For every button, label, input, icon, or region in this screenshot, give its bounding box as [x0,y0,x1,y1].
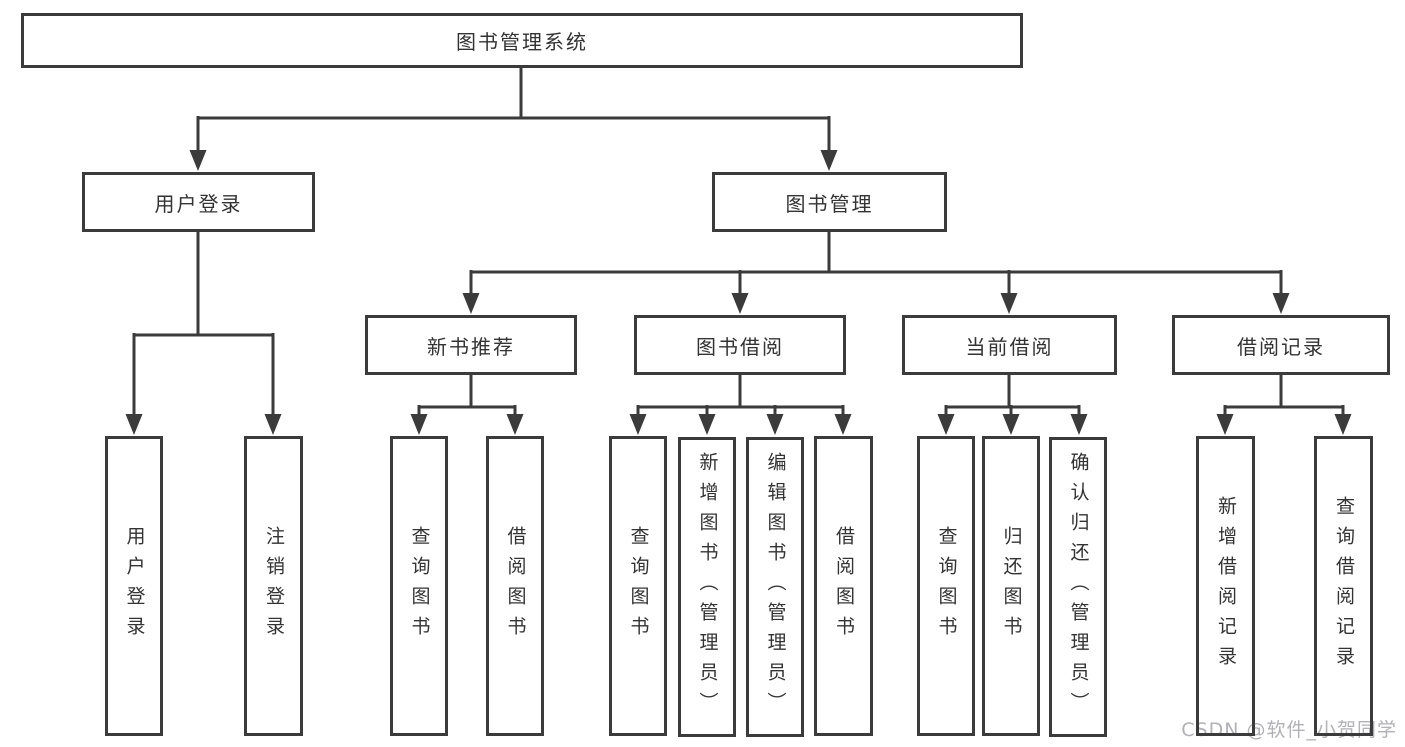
node-new-book-recommend: 新书推荐 [365,315,577,375]
leaf-confirm-return-admin-label: 确认归还（管理员） [1067,452,1090,722]
node-book-borrow-label: 图书借阅 [696,334,784,359]
leaf-borrow-books-2-label: 借阅图书 [833,526,855,646]
leaf-edit-book-admin: 编辑图书（管理员） [746,437,804,737]
leaf-add-borrow-record-label: 新增借阅记录 [1215,496,1237,676]
leaf-user-login-label: 用户登录 [123,526,146,646]
node-book-management-label: 图书管理 [785,191,874,216]
leaf-add-book-admin: 新增图书（管理员） [678,437,736,737]
leaf-return-book-label: 归还图书 [1000,526,1023,646]
node-book-management: 图书管理 [712,172,947,232]
leaf-borrow-books-1-label: 借阅图书 [504,526,527,646]
leaf-logout: 注销登录 [244,436,303,736]
leaf-query-borrow-record-label: 查询借阅记录 [1333,496,1355,676]
node-user-login: 用户登录 [82,172,315,232]
leaf-query-books-3: 查询图书 [917,436,975,736]
leaf-user-login: 用户登录 [105,436,163,736]
leaf-confirm-return-admin: 确认归还（管理员） [1049,437,1107,737]
leaf-query-books-3-label: 查询图书 [935,526,958,646]
leaf-return-book: 归还图书 [982,436,1040,736]
node-book-borrow: 图书借阅 [634,315,846,375]
node-current-borrow: 当前借阅 [902,315,1117,375]
node-borrow-records-label: 借阅记录 [1237,334,1325,359]
node-borrow-records: 借阅记录 [1172,315,1390,375]
node-current-borrow-label: 当前借阅 [965,334,1054,359]
leaf-query-borrow-record: 查询借阅记录 [1314,436,1373,736]
leaf-query-books-1-label: 查询图书 [408,526,431,646]
csdn-watermark: CSDN @软件_小贺同学 [1181,719,1397,741]
node-root-label: 图书管理系统 [456,30,588,54]
node-new-book-recommend-label: 新书推荐 [427,334,515,359]
leaf-query-books-2: 查询图书 [609,436,667,736]
leaf-query-books-2-label: 查询图书 [627,526,650,646]
leaf-borrow-books-1: 借阅图书 [486,436,544,736]
leaf-query-books-1: 查询图书 [390,436,448,736]
leaf-borrow-books-2: 借阅图书 [814,436,873,736]
node-user-login-label: 用户登录 [154,191,243,216]
leaf-edit-book-admin-label: 编辑图书（管理员） [764,452,787,722]
leaf-add-book-admin-label: 新增图书（管理员） [696,452,719,722]
node-root: 图书管理系统 [21,13,1023,68]
leaf-add-borrow-record: 新增借阅记录 [1196,436,1255,736]
leaf-logout-label: 注销登录 [263,526,285,646]
